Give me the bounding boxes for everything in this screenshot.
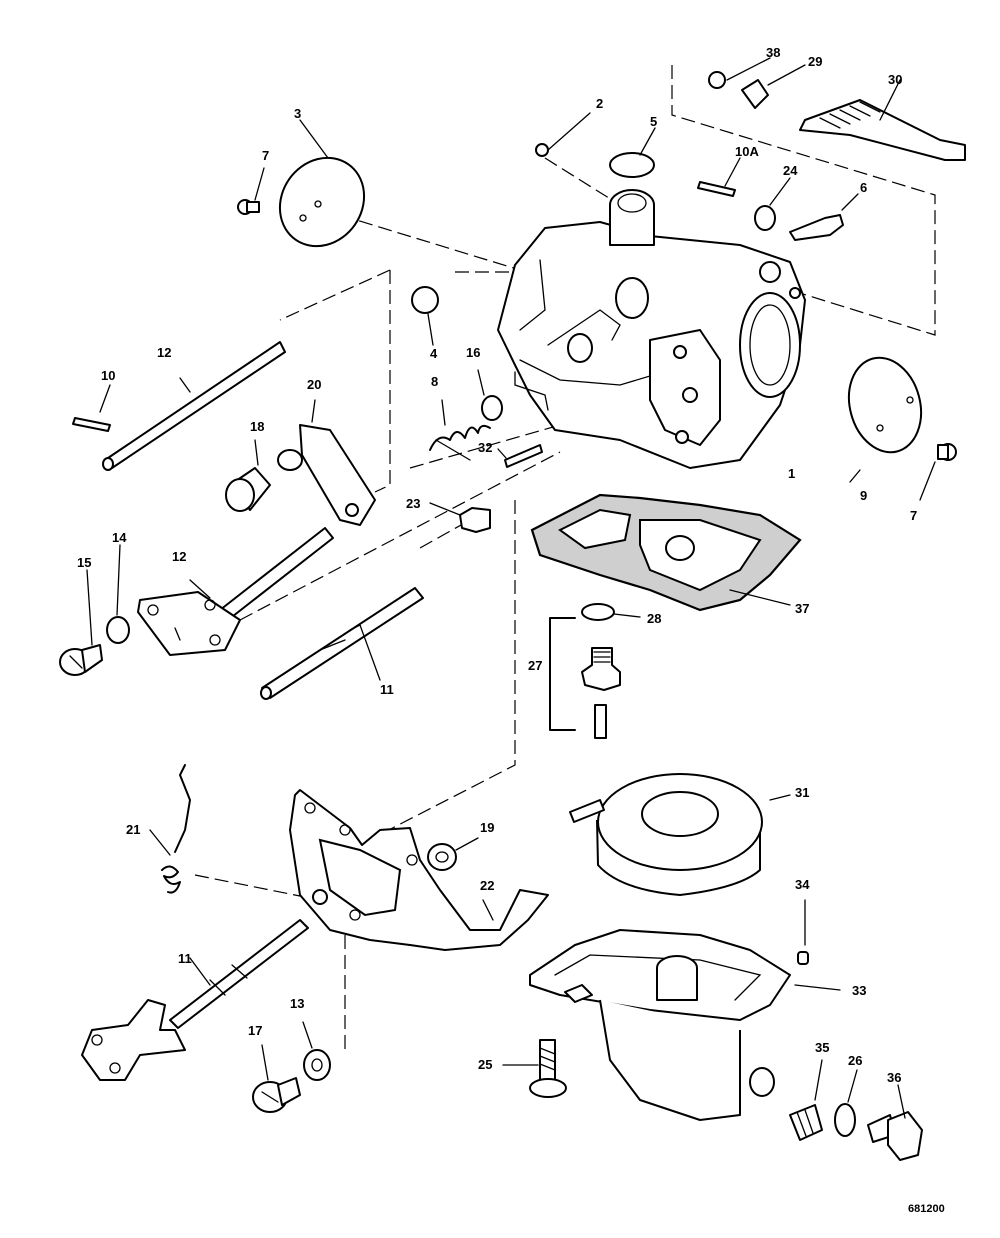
callout-4: 4	[430, 346, 438, 361]
callout-36: 36	[887, 1070, 901, 1085]
callout-29: 29	[808, 54, 822, 69]
screw-25	[502, 1039, 567, 1098]
callout-33: 33	[852, 983, 866, 998]
callout-34: 34	[795, 877, 810, 892]
gasket-37	[530, 493, 802, 612]
pin-10	[72, 417, 111, 432]
carburetor-body	[497, 189, 806, 469]
callout-24: 24	[783, 163, 798, 178]
alignment-lines	[194, 65, 936, 1055]
callout-6: 6	[860, 180, 867, 195]
ball-2	[535, 143, 549, 157]
pin-34	[797, 951, 809, 965]
callout-21: 21	[126, 822, 140, 837]
screw-7-right	[919, 443, 957, 501]
jet-27	[549, 617, 621, 739]
shaft-11-upper	[260, 587, 424, 700]
callout-19: 19	[480, 820, 494, 835]
screw-7-left	[237, 167, 265, 215]
callout-8: 8	[431, 374, 438, 389]
callout-5: 5	[650, 114, 657, 129]
screw-17	[252, 1044, 301, 1113]
callout-12a: 12	[157, 345, 171, 360]
shaft-11-lower	[81, 919, 309, 1081]
needle-valve-30	[799, 79, 966, 161]
callout-23: 23	[406, 496, 420, 511]
float-31	[569, 773, 791, 896]
figure-number: 681200	[908, 1203, 945, 1215]
float-bowl-33	[529, 929, 841, 1121]
callout-7b: 7	[910, 508, 917, 523]
callout-1: 1	[788, 466, 795, 481]
callout-14: 14	[112, 530, 127, 545]
callout-25: 25	[478, 1057, 492, 1072]
plug-36	[867, 1084, 923, 1161]
callout-17: 17	[248, 1023, 262, 1038]
callout-15: 15	[77, 555, 91, 570]
callout-30: 30	[888, 72, 902, 87]
callout-38: 38	[766, 45, 780, 60]
callout-3: 3	[294, 106, 301, 121]
throttle-plate-22	[289, 789, 549, 951]
shaft-12-lower	[137, 527, 334, 656]
washer-26	[834, 1103, 856, 1137]
callout-27: 27	[528, 658, 542, 673]
pin-32	[504, 444, 543, 468]
plug-4	[411, 286, 439, 314]
callout-10a: 10A	[735, 144, 759, 159]
callout-26: 26	[848, 1053, 862, 1068]
plate-9	[847, 356, 923, 483]
callout-22: 22	[480, 878, 494, 893]
callout-2: 2	[596, 96, 603, 111]
screw-6	[789, 214, 844, 241]
callout-12b: 12	[172, 549, 186, 564]
callout-11b: 11	[178, 951, 192, 966]
welch-plug-3	[278, 119, 366, 248]
callout-32: 32	[478, 440, 492, 455]
callout-31: 31	[795, 785, 809, 800]
washer-16	[481, 395, 503, 421]
callout-37: 37	[795, 601, 809, 616]
callout-9: 9	[860, 488, 867, 503]
shaft-12-upper	[102, 341, 286, 471]
washer-24	[754, 205, 776, 231]
lever-20	[277, 399, 376, 526]
callout-20: 20	[307, 377, 321, 392]
spring-8	[429, 399, 491, 461]
washer-14	[106, 616, 130, 644]
callout-13: 13	[290, 996, 304, 1011]
jet-35	[789, 1059, 823, 1141]
plug-23	[459, 507, 491, 533]
callout-7a: 7	[262, 148, 269, 163]
pin-10a	[697, 181, 736, 197]
callout-10: 10	[101, 368, 115, 383]
fitting-38	[708, 57, 771, 89]
plug-5	[609, 152, 655, 178]
callout-11a: 11	[380, 682, 394, 697]
callout-35: 35	[815, 1040, 829, 1055]
callout-28: 28	[647, 611, 661, 626]
callout-18: 18	[250, 419, 264, 434]
callouts: 1 2 3 4 5 6 7 7 8 9 10 10A 11 11 12 12 1…	[77, 45, 945, 1215]
spring-21	[149, 764, 191, 894]
bushing-18	[225, 439, 271, 512]
callout-16: 16	[466, 345, 480, 360]
bracket-29	[741, 64, 806, 109]
washer-19	[427, 843, 457, 871]
screw-15	[59, 569, 103, 676]
washer-28	[581, 603, 615, 621]
washer-13	[303, 1049, 331, 1081]
